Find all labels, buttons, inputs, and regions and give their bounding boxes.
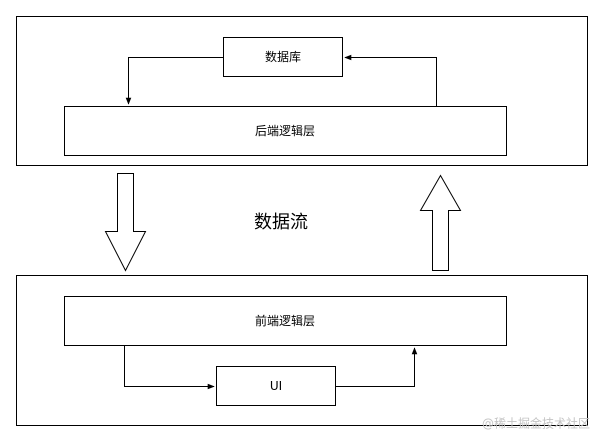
watermark-text: @稀土掘金技术社区	[482, 416, 590, 431]
database-label: 数据库	[265, 49, 301, 64]
ui-label: UI	[270, 379, 282, 393]
down-flow-arrow	[104, 173, 147, 272]
database-to-backend-connector	[125, 57, 223, 105]
ui-box	[216, 366, 336, 406]
frontend-to-ui-connector	[124, 346, 215, 390]
backend-logic-label: 后端逻辑层	[255, 124, 315, 138]
backend-logic-box	[64, 106, 507, 156]
data-flow-label: 数据流	[254, 212, 308, 233]
up-flow-arrow	[419, 174, 462, 271]
backend-to-database-connector	[344, 54, 437, 106]
database-box	[223, 37, 343, 77]
ui-to-frontend-connector	[336, 347, 418, 387]
frontend-logic-box	[64, 296, 507, 346]
frontend-logic-label: 前端逻辑层	[255, 313, 315, 328]
